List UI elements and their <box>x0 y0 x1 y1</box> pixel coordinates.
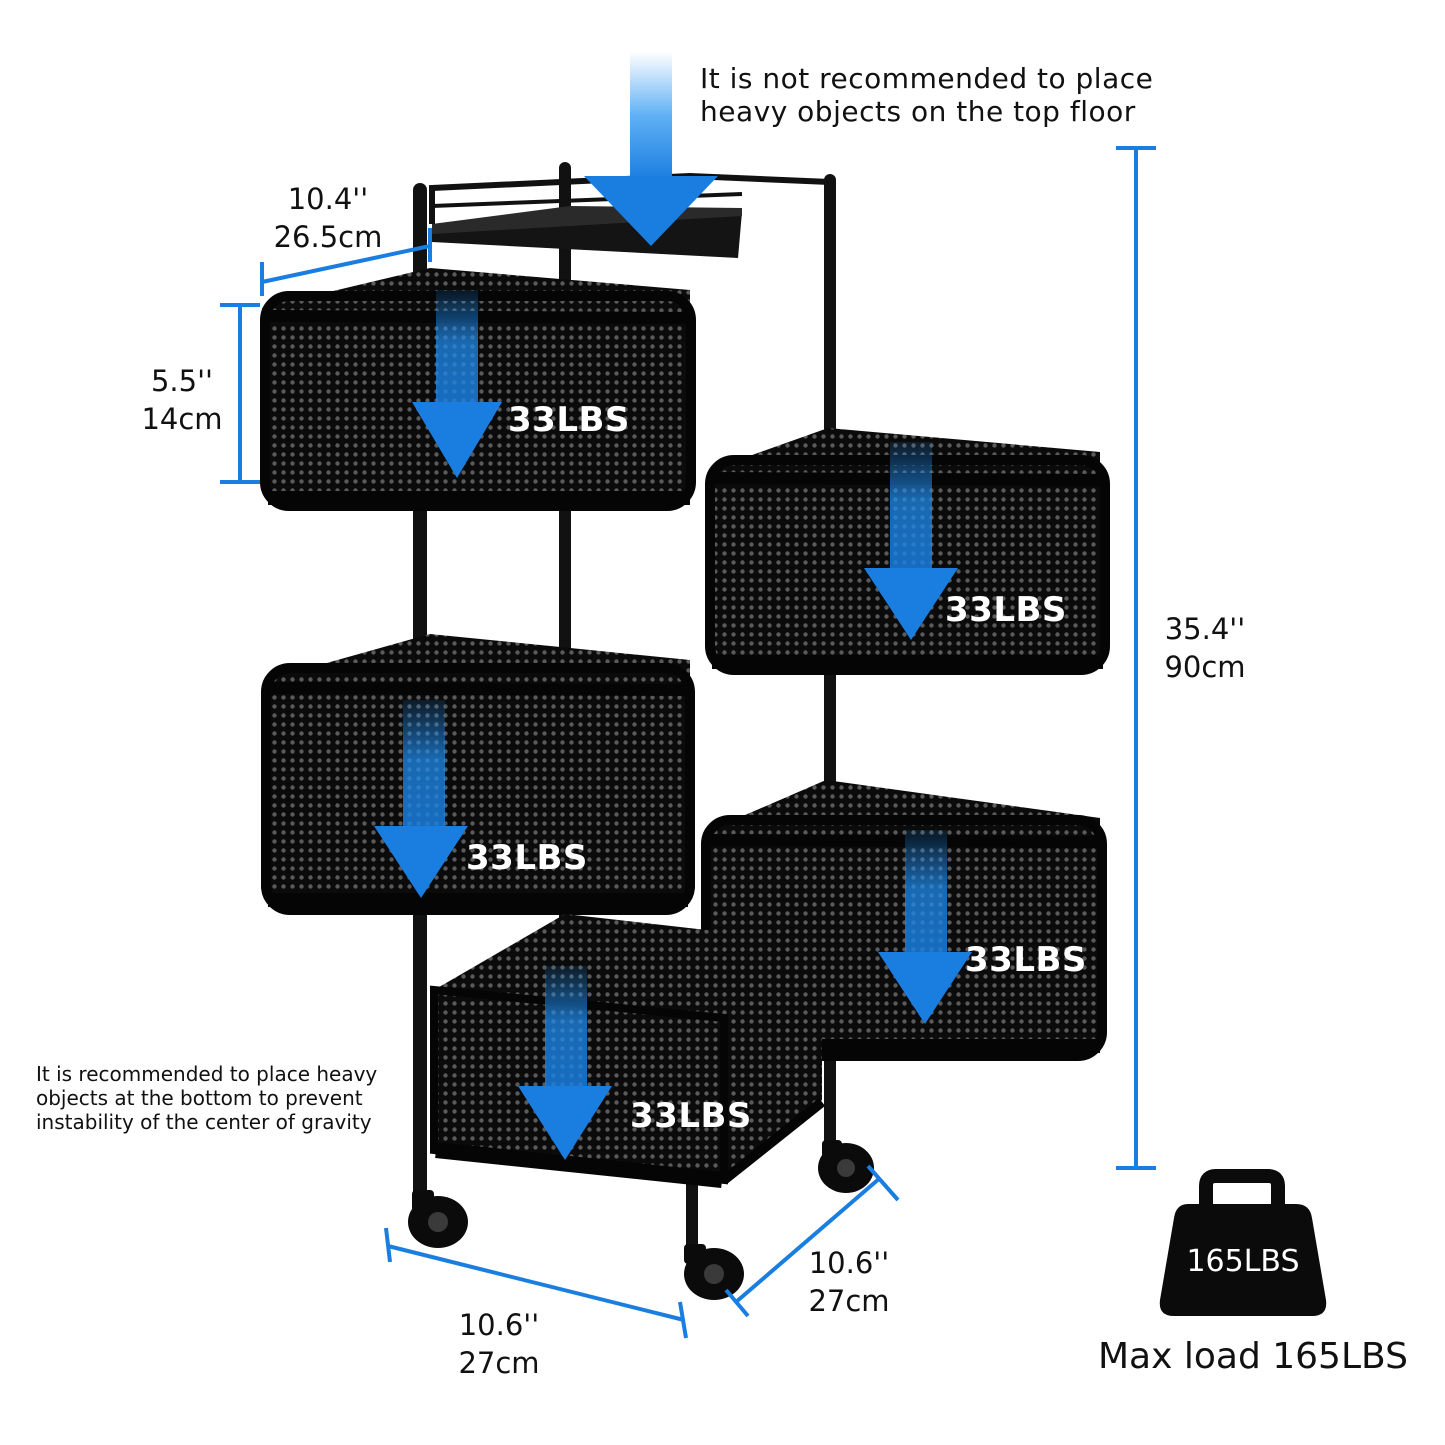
dim-total-height <box>1116 146 1156 1170</box>
basket-middle-left <box>261 634 695 915</box>
basket-load-3: 33LBS <box>466 838 588 878</box>
basket-height-label: 5.5'' 14cm <box>132 362 232 438</box>
top-width-in: 10.4'' <box>287 182 369 216</box>
base-width-cm: 27cm <box>458 1346 540 1380</box>
basket-load-2: 33LBS <box>945 590 1067 630</box>
basket-height-in: 5.5'' <box>150 364 214 398</box>
bottom-note-line-1: It is recommended to place heavy <box>36 1062 378 1086</box>
base-depth-in: 10.6'' <box>808 1246 890 1280</box>
top-warning-line-2: heavy objects on the top floor <box>700 95 1136 128</box>
top-width-cm: 26.5cm <box>273 220 383 254</box>
dim-top-width <box>260 228 432 296</box>
top-floor-warning: It is not recommended to place heavy obj… <box>700 62 1153 128</box>
load-arrows <box>374 290 972 1160</box>
dimension-lines <box>220 146 1156 1339</box>
max-load-caption: Max load 165LBS <box>1098 1336 1408 1377</box>
base-width-in: 10.6'' <box>458 1308 540 1342</box>
basket-load-1: 33LBS <box>508 400 630 440</box>
weight-bag-label: 165LBS <box>1186 1244 1300 1279</box>
dim-base-width <box>384 1227 688 1339</box>
bottom-recommendation: It is recommended to place heavy objects… <box>36 1062 377 1134</box>
load-arrow-1 <box>412 290 502 478</box>
top-shelf-down-arrow <box>584 52 718 246</box>
load-arrow-4 <box>878 830 972 1024</box>
base-width-label: 10.6'' 27cm <box>444 1306 554 1382</box>
total-height-cm: 90cm <box>1164 650 1246 684</box>
dim-base-depth <box>724 1164 900 1318</box>
dim-basket-height <box>220 303 260 484</box>
basket-load-5: 33LBS <box>630 1096 752 1136</box>
bottom-note-line-2: objects at the bottom to prevent <box>36 1086 363 1110</box>
load-arrow-2 <box>864 442 958 640</box>
total-height-in: 35.4'' <box>1164 612 1246 646</box>
top-width-label: 10.4'' 26.5cm <box>268 180 388 256</box>
top-warning-line-1: It is not recommended to place <box>700 62 1154 95</box>
caster-wheels <box>408 1140 874 1300</box>
base-depth-cm: 27cm <box>808 1284 890 1318</box>
weight-bag-icon <box>1159 1169 1327 1316</box>
base-depth-label: 10.6'' 27cm <box>794 1244 904 1320</box>
basket-height-cm: 14cm <box>141 402 223 436</box>
basket-load-4: 33LBS <box>965 940 1087 980</box>
load-arrow-3 <box>374 700 468 898</box>
bottom-note-line-3: instability of the center of gravity <box>36 1110 372 1134</box>
total-height-label: 35.4'' 90cm <box>1150 610 1260 686</box>
load-arrow-5 <box>518 966 612 1160</box>
